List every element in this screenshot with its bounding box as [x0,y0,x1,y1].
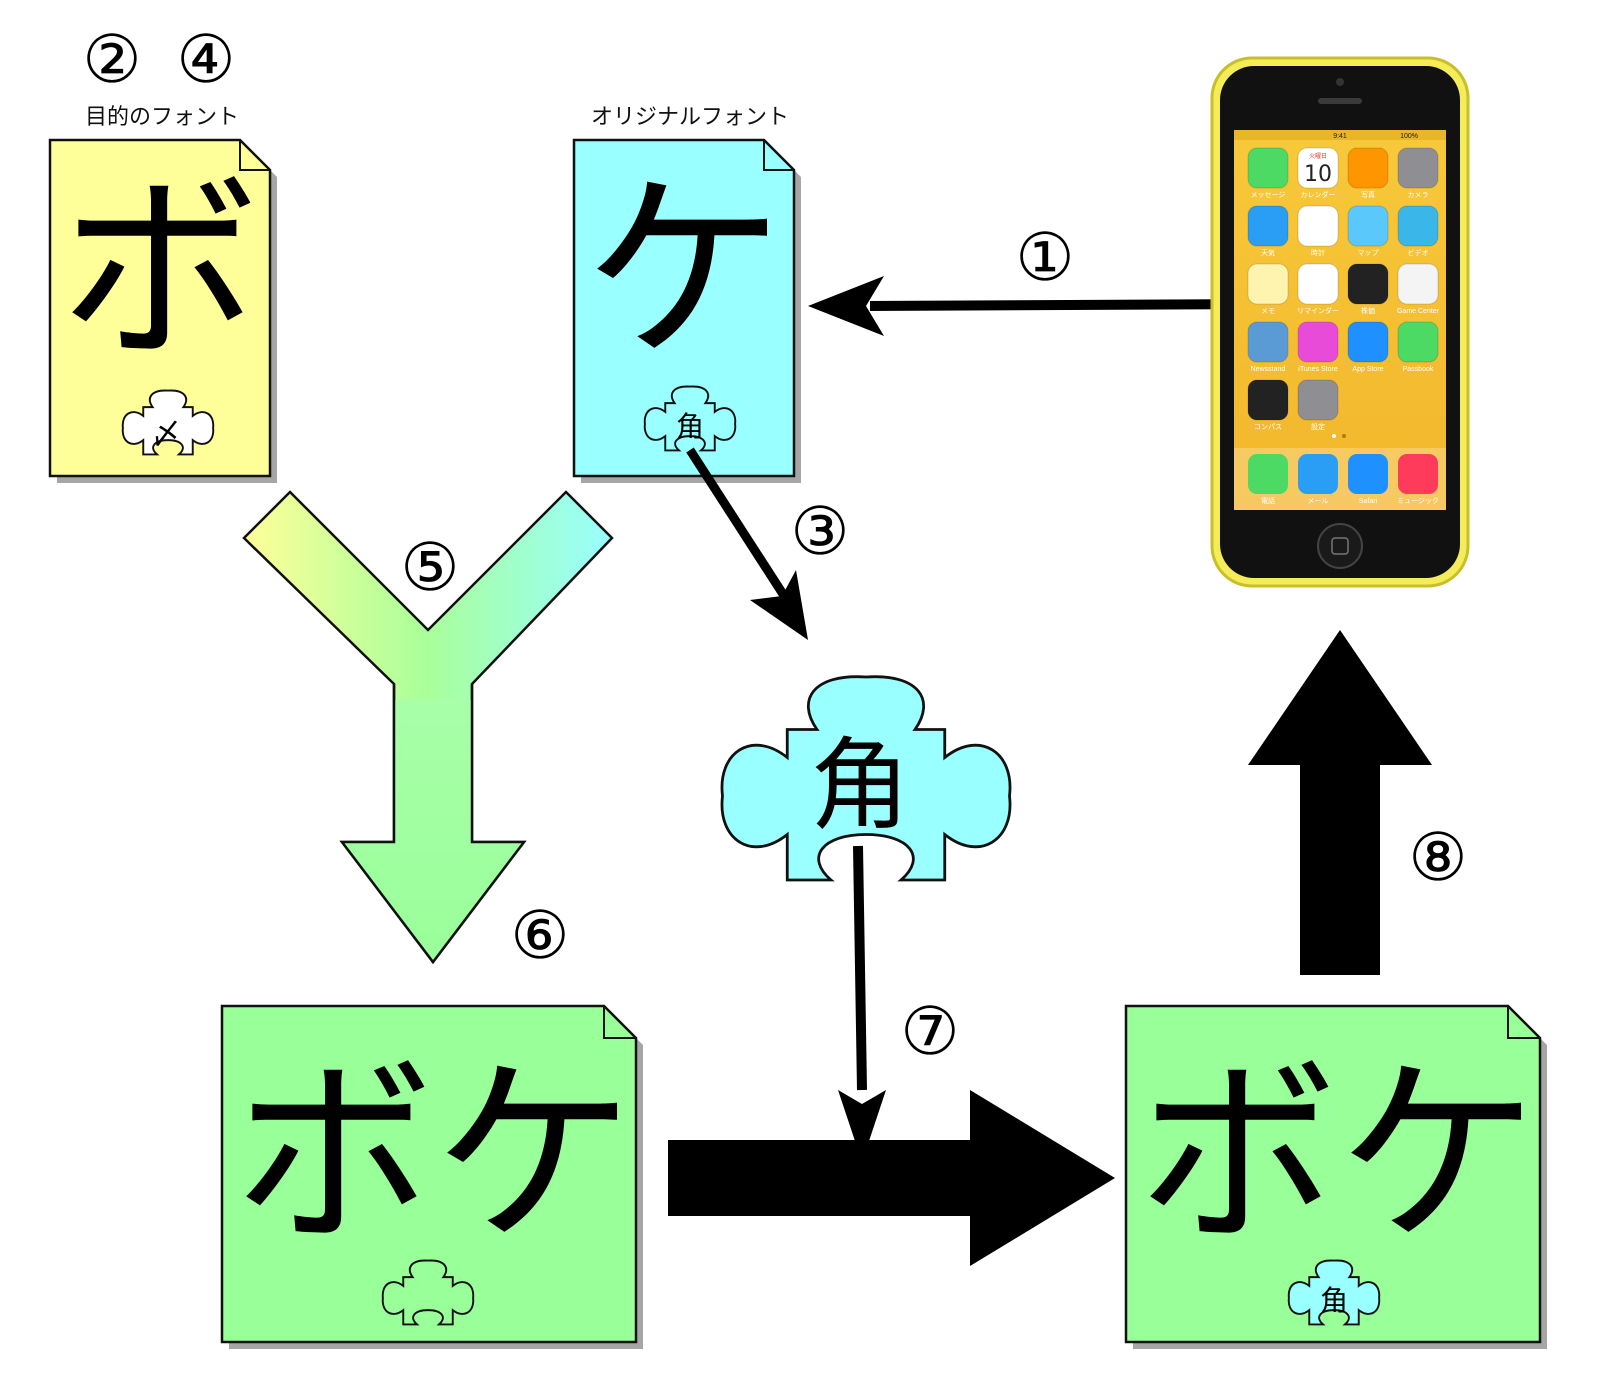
app-icon: Newsstand [1247,321,1289,373]
final-glyph: ボケ [1138,1039,1538,1272]
phone-time: 9:41 [1333,133,1347,140]
calendar-date: 10 [1304,162,1332,187]
step-2-marker: ② [82,21,141,98]
app-label: メッセージ [1251,191,1286,199]
dock-label: メール [1308,498,1329,505]
dock-icon: 電話 [1248,454,1288,505]
app-label: カレンダー [1301,190,1336,199]
app-label: 天気 [1261,248,1275,257]
app-label: コンパス [1254,423,1282,431]
final-font-document: ボケ 角 [1124,1004,1547,1349]
step-6-marker: ⑥ [510,897,569,974]
app-icon: マップ [1347,205,1389,257]
app-label: 株価 [1361,306,1375,315]
app-icon: リマインダー [1297,263,1339,315]
arrow-3 [686,447,808,640]
step-8-marker: ⑧ [1408,819,1467,896]
app-label: マップ [1358,249,1379,257]
app-label: Newsstand [1251,366,1286,373]
target-font-document: ボ 〆 [48,138,277,483]
app-icon: 時計 [1297,205,1339,257]
step-4-marker: ④ [176,21,235,98]
app-label: 時計 [1311,248,1325,257]
app-label: カメラ [1408,191,1429,199]
app-icon: Passbook [1397,321,1439,373]
app-icon: 火曜日 10 カレンダー [1297,147,1339,199]
arrow-8 [1248,630,1432,975]
step-7-marker: ⑦ [900,993,959,1070]
app-label: 設定 [1311,422,1325,431]
phone-battery: 100% [1400,133,1418,140]
dock-icon: メール [1298,454,1338,505]
page-dot [1342,434,1346,438]
app-icon: iTunes Store [1297,321,1339,373]
dock-label: ミュージック [1397,497,1439,505]
original-font-label: オリジナルフォント [591,105,789,130]
calendar-day: 火曜日 [1309,153,1327,160]
merged-font-document: ボケ [220,1004,643,1349]
step-5-marker: ⑤ [400,529,459,606]
app-icon: メモ [1247,263,1289,315]
dock: 電話 メール Safari ミュージック [1234,448,1446,510]
arrow-1 [808,276,1271,336]
app-label: リマインダー [1297,306,1339,315]
app-label: ビデオ [1408,248,1429,257]
target-font-label: 目的のフォント [85,105,239,130]
page-dot [1332,434,1336,438]
app-icon: カメラ [1397,147,1439,199]
home-button [1317,523,1363,569]
arrow-7 [838,845,886,1162]
merged-glyph: ボケ [234,1039,634,1272]
app-label: Passbook [1403,366,1434,373]
puzzle-glyph: 角 [810,727,910,844]
big-right-arrow [668,1090,1115,1266]
app-icon: 株価 [1347,263,1389,315]
app-icon: メッセージ [1247,147,1289,199]
app-icon: 設定 [1297,379,1339,431]
app-icon: コンパス [1247,379,1289,431]
app-label: iTunes Store [1298,366,1338,373]
app-icon: App Store [1347,321,1389,373]
final-piece-glyph: 角 [1320,1284,1348,1317]
app-label: メモ [1261,307,1275,315]
target-piece-glyph: 〆 [151,417,181,452]
original-font-document: ケ 角 [572,138,801,483]
phone-screen [1234,130,1446,510]
dock-label: Safari [1359,498,1378,505]
app-icon: ビデオ [1397,205,1439,257]
app-icon: 写真 [1347,147,1389,199]
app-label: App Store [1352,366,1383,373]
app-icon: Game Center [1397,263,1440,315]
step-1-marker: ① [1015,219,1074,296]
kaku-puzzle-piece-large: 角 [720,675,1012,882]
dock-icon: ミュージック [1397,454,1439,505]
original-glyph: ケ [584,155,784,388]
target-glyph: ボ [60,155,260,388]
app-label: Game Center [1397,308,1440,315]
app-icon: 天気 [1247,205,1289,257]
merge-arrow-5 [242,490,614,965]
step-3-marker: ③ [790,493,849,570]
original-piece-glyph: 角 [676,410,704,443]
dock-label: 電話 [1261,496,1275,505]
dock-icon: Safari [1348,454,1388,505]
app-label: 写真 [1361,190,1375,199]
